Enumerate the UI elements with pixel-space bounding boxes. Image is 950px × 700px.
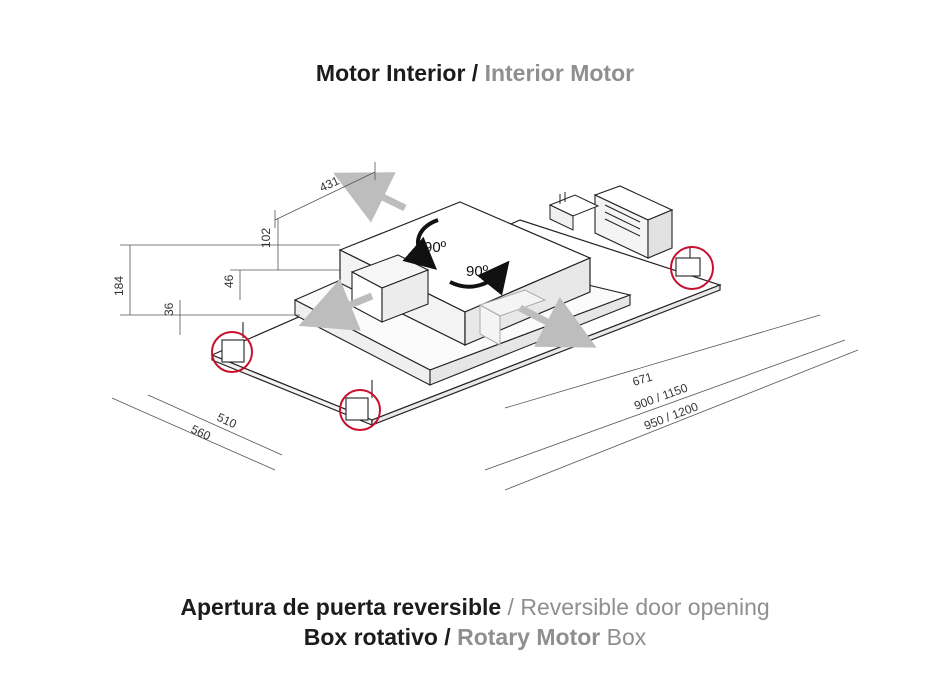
caption-rotary-box: Box rotativo / Rotary Motor Box [0, 622, 950, 652]
arrow-left [298, 278, 374, 331]
diagram-title: Motor Interior / Interior Motor [0, 60, 950, 87]
highlight-circles [211, 246, 714, 431]
dim-431: 431 [317, 173, 341, 194]
dimension-lines [111, 162, 859, 491]
dim-102: 102 [259, 228, 273, 248]
title-alt: Interior Motor [484, 60, 635, 86]
highlight-circle-front [339, 389, 381, 431]
caption-door-es: Apertura de puerta reversible [180, 594, 502, 620]
dim-560: 560 [189, 422, 213, 443]
arrow-right [518, 297, 597, 348]
title-main: Motor Interior [315, 60, 466, 86]
highlight-circle-left [211, 331, 253, 373]
control-box [593, 185, 674, 259]
rotation-label-1: 90º [424, 239, 447, 256]
highlight-circle-right [670, 246, 714, 290]
dim-671: 671 [631, 370, 655, 389]
duct-right [478, 289, 547, 346]
caption-rotary-en: Box [600, 624, 647, 650]
caption-rotary-es: Box rotativo / [303, 624, 451, 650]
rotation-arrow-horizontal [449, 260, 510, 296]
terminal-block [548, 192, 600, 231]
mounting-brackets [221, 246, 701, 421]
dim-36: 36 [162, 302, 176, 316]
rotation-arrows [402, 218, 510, 296]
title-separator: / [465, 60, 485, 86]
arrow-back [333, 172, 407, 223]
caption-door-opening: Apertura de puerta reversible / Reversib… [0, 592, 950, 622]
dim-46: 46 [222, 274, 236, 288]
dim-184: 184 [112, 276, 126, 296]
rotation-arrow-vertical [402, 218, 439, 270]
dim-510: 510 [215, 410, 239, 431]
caption-rotary-en-bold: Rotary Motor [457, 624, 601, 650]
caption-door-en: / Reversible door opening [501, 594, 770, 620]
direction-arrows [298, 172, 597, 348]
rotation-label-2: 90º [466, 263, 489, 280]
